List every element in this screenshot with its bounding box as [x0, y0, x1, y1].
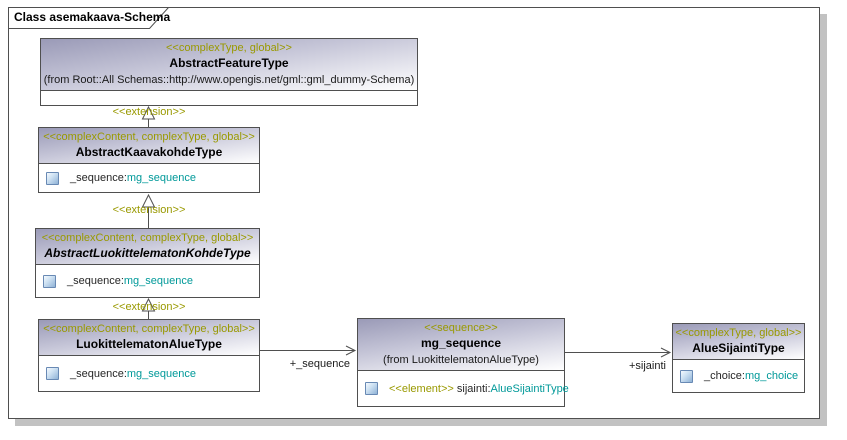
- attribute-icon: [46, 367, 59, 380]
- extension-label-2: <<extension>>: [112, 204, 186, 216]
- class-name: AlueSijaintiType: [692, 341, 785, 355]
- class-luokittelematon-alue-type[interactable]: <<complexContent, complexType, global>> …: [38, 319, 260, 392]
- class-alue-sijainti-type[interactable]: <<complexType, global>> AlueSijaintiType…: [672, 323, 805, 393]
- attributes-compartment: _sequence:mg_sequence: [39, 164, 259, 192]
- diagram-title: Class asemakaava-Schema: [14, 10, 171, 24]
- attribute-row[interactable]: _sequence:mg_sequence: [39, 171, 196, 185]
- class-origin: (from Root::All Schemas::http://www.open…: [43, 74, 415, 86]
- class-stereotype: <<sequence>>: [424, 322, 498, 334]
- class-name: LuokittelematonAlueType: [76, 337, 222, 351]
- class-stereotype: <<complexContent, complexType, global>>: [43, 131, 255, 143]
- extension-label-1: <<extension>>: [112, 106, 186, 118]
- attribute-row[interactable]: <<element>> sijainti:AlueSijaintiType: [358, 382, 569, 395]
- empty-attributes-compartment: [41, 91, 417, 105]
- extension-arrowhead-3: [141, 297, 156, 312]
- class-abstract-feature-type[interactable]: <<complexType, global>> AbstractFeatureT…: [40, 38, 418, 106]
- class-header: <<complexContent, complexType, global>> …: [36, 229, 259, 265]
- extension-label-3: <<extension>>: [112, 301, 186, 313]
- class-name: mg_sequence: [420, 336, 502, 350]
- extension-arrowhead-1: [141, 105, 156, 120]
- attribute-icon: [680, 369, 693, 383]
- frame-title-tab: [8, 7, 170, 29]
- attribute-text: _choice:mg_choice: [704, 370, 799, 382]
- class-header: <<complexContent, complexType, global>> …: [39, 128, 259, 164]
- attribute-icon: [365, 382, 378, 395]
- class-mg-sequence[interactable]: <<sequence>> mg_sequence (from Luokittel…: [357, 318, 569, 407]
- class-stereotype: <<complexContent, complexType, global>>: [43, 323, 255, 335]
- attributes-compartment: _choice:mg_choice: [673, 360, 804, 392]
- sijainti-association-arrowhead: [660, 347, 672, 358]
- sequence-association-arrowhead: [345, 345, 357, 356]
- class-name: AbstractLuokittelematonKohdeType: [44, 246, 251, 260]
- class-stereotype: <<complexContent, complexType, global>>: [41, 232, 254, 244]
- attribute-text: <<element>> sijainti:AlueSijaintiType: [389, 382, 569, 395]
- attribute-icon: [43, 274, 56, 288]
- attribute-icon: [46, 171, 59, 185]
- attribute-text: _sequence:mg_sequence: [67, 275, 193, 287]
- class-abstract-kaavakohde-type[interactable]: <<complexContent, complexType, global>> …: [38, 127, 260, 193]
- class-header: <<complexContent, complexType, global>> …: [39, 320, 259, 356]
- attribute-text: _sequence:mg_sequence: [70, 367, 196, 380]
- attributes-compartment: _sequence:mg_sequence: [39, 356, 259, 391]
- class-name: AbstractKaavakohdeType: [75, 145, 223, 159]
- class-origin: (from LuokittelematonAlueType): [383, 354, 539, 366]
- attribute-row[interactable]: _choice:mg_choice: [673, 369, 799, 383]
- class-header: <<complexType, global>> AlueSijaintiType: [673, 324, 804, 360]
- sequence-role-label: +_sequence: [289, 358, 350, 370]
- class-name: AbstractFeatureType: [169, 56, 289, 70]
- class-abstract-luokittelematon-kohde-type[interactable]: <<complexContent, complexType, global>> …: [35, 228, 260, 298]
- class-stereotype: <<complexType, global>>: [675, 327, 802, 339]
- sijainti-role-label: +sijainti: [629, 360, 666, 372]
- attributes-compartment: _sequence:mg_sequence: [36, 265, 259, 297]
- extension-arrowhead-2: [141, 193, 156, 208]
- attribute-row[interactable]: _sequence:mg_sequence: [36, 274, 193, 288]
- attributes-compartment: <<element>> sijainti:AlueSijaintiType: [358, 371, 569, 406]
- class-header: <<sequence>> mg_sequence (from Luokittel…: [358, 319, 564, 371]
- class-stereotype: <<complexType, global>>: [166, 42, 292, 54]
- class-header: <<complexType, global>> AbstractFeatureT…: [41, 39, 417, 91]
- attribute-row[interactable]: _sequence:mg_sequence: [39, 367, 196, 380]
- attribute-text: _sequence:mg_sequence: [70, 172, 196, 184]
